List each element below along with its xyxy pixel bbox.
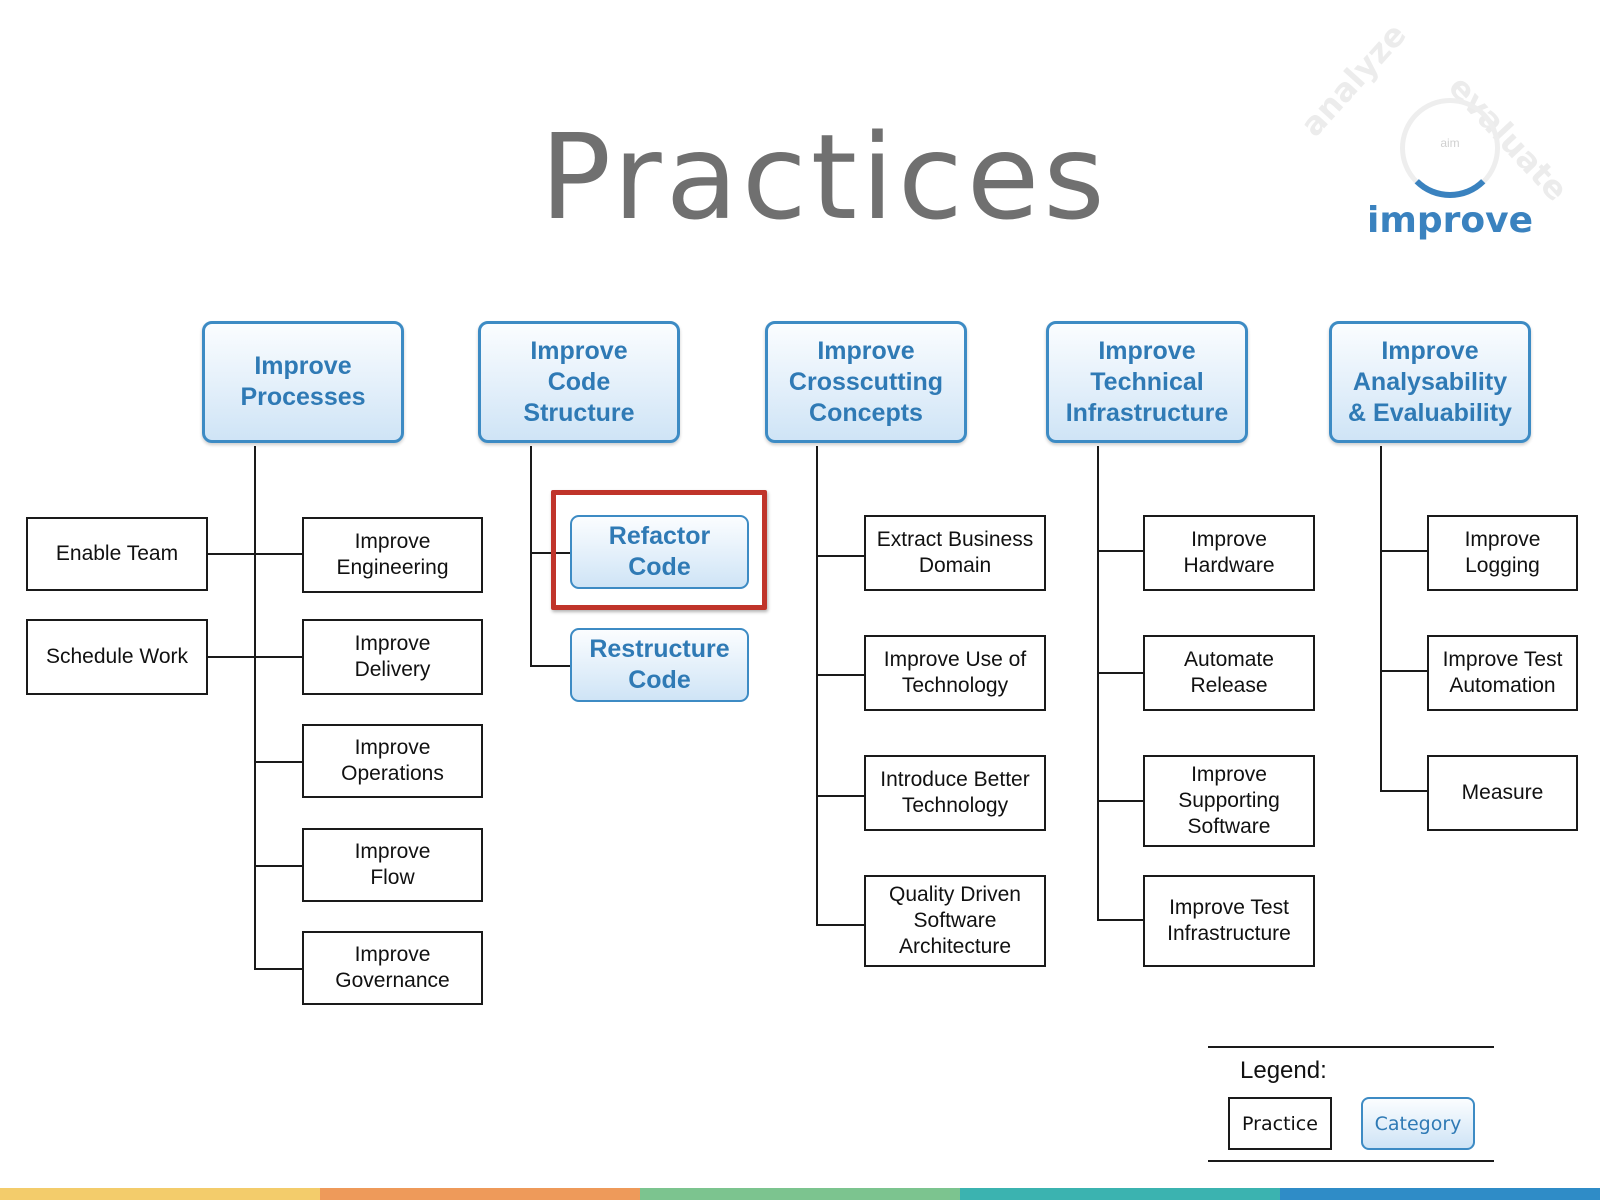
connector-line xyxy=(530,446,532,667)
highlight-box xyxy=(551,490,767,610)
connector-line xyxy=(530,665,570,667)
legend-category: Category xyxy=(1361,1097,1475,1150)
category-improve-processes: Improve Processes xyxy=(202,321,404,443)
connector-line xyxy=(254,968,302,970)
connector-line xyxy=(1380,550,1427,552)
connector-line xyxy=(816,795,864,797)
stripe-segment xyxy=(0,1188,320,1200)
connector-line xyxy=(208,553,302,555)
legend-title: Legend: xyxy=(1240,1057,1327,1084)
connector-line xyxy=(816,555,864,557)
aim-logo: analyze evaluate aim improve xyxy=(1293,16,1576,260)
practice-improve-test-infrastructure: Improve Test Infrastructure xyxy=(1143,875,1315,967)
connector-line xyxy=(1380,790,1427,792)
category-improve-technical-infrastructure: Improve Technical Infrastructure xyxy=(1046,321,1248,443)
connector-line xyxy=(254,761,302,763)
legend-practice: Practice xyxy=(1228,1097,1332,1150)
connector-line xyxy=(816,446,818,926)
practice-improve-supporting-software: Improve Supporting Software xyxy=(1143,755,1315,847)
subcategory-restructure-code: Restructure Code xyxy=(570,628,749,702)
page-title: Practices xyxy=(540,108,1109,246)
category-improve-crosscutting-concepts: Improve Crosscutting Concepts xyxy=(765,321,967,443)
logo-analyze-text: analyze xyxy=(1292,15,1414,144)
practice-schedule-work: Schedule Work xyxy=(26,619,208,695)
connector-line xyxy=(1097,550,1143,552)
subcategory-refactor-code: Refactor Code xyxy=(570,515,749,589)
connector-line xyxy=(816,674,864,676)
connector-line xyxy=(1097,800,1143,802)
stripe-segment xyxy=(640,1188,960,1200)
stripe-segment xyxy=(1280,1188,1600,1200)
category-improve-analysability-evaluability: Improve Analysability & Evaluability xyxy=(1329,321,1531,443)
practice-improve-delivery: Improve Delivery xyxy=(302,619,483,695)
practice-quality-driven-software-architecture: Quality Driven Software Architecture xyxy=(864,875,1046,967)
practice-improve-operations: Improve Operations xyxy=(302,724,483,798)
connector-line xyxy=(530,552,570,554)
practice-measure: Measure xyxy=(1427,755,1578,831)
practice-enable-team: Enable Team xyxy=(26,517,208,591)
practice-introduce-better-technology: Introduce Better Technology xyxy=(864,755,1046,831)
connector-line xyxy=(1097,446,1099,921)
logo-arrow-icon xyxy=(1400,98,1500,198)
stripe-segment xyxy=(320,1188,640,1200)
practice-improve-engineering: Improve Engineering xyxy=(302,517,483,593)
legend-bottom-rule xyxy=(1208,1160,1494,1162)
practice-improve-flow: Improve Flow xyxy=(302,828,483,902)
practice-improve-hardware: Improve Hardware xyxy=(1143,515,1315,591)
practice-improve-test-automation: Improve Test Automation xyxy=(1427,635,1578,711)
practice-improve-use-of-technology: Improve Use of Technology xyxy=(864,635,1046,711)
connector-line xyxy=(208,656,302,658)
practice-extract-business-domain: Extract Business Domain xyxy=(864,515,1046,591)
stripe-segment xyxy=(960,1188,1280,1200)
logo-improve-text: improve xyxy=(1367,200,1533,241)
category-improve-code-structure: Improve Code Structure xyxy=(478,321,680,443)
legend-top-rule xyxy=(1208,1046,1494,1048)
connector-line xyxy=(816,924,864,926)
connector-line xyxy=(1380,670,1427,672)
practice-improve-governance: Improve Governance xyxy=(302,931,483,1005)
connector-line xyxy=(1380,446,1382,792)
connector-line xyxy=(1097,919,1143,921)
connector-line xyxy=(1097,672,1143,674)
connector-line xyxy=(254,446,256,970)
practice-automate-release: Automate Release xyxy=(1143,635,1315,711)
practice-improve-logging: Improve Logging xyxy=(1427,515,1578,591)
connector-line xyxy=(254,865,302,867)
logo-aim-text: aim xyxy=(1440,136,1460,150)
